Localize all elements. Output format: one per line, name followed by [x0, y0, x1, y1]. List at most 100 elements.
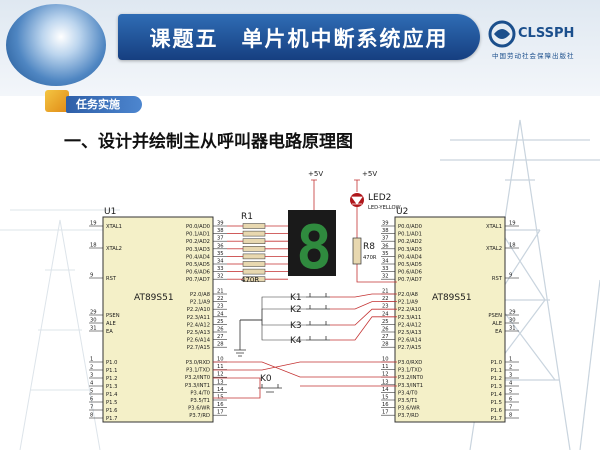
- chip-pin-number: 30: [509, 318, 516, 324]
- chip-pin-number: 25: [217, 319, 224, 325]
- chip-pin-number: 21: [382, 289, 389, 295]
- r1-resistor: [242, 223, 266, 229]
- chip-pin-name: RST: [106, 276, 117, 282]
- chip-pin-number: 35: [217, 251, 224, 257]
- slide-header: 课题五 单片机中断系统应用 CLSSPH 中国劳动社会保障出版社: [0, 0, 600, 96]
- task-badge: 任务实施: [66, 96, 142, 113]
- chip-pin-name: PSEN: [488, 313, 502, 319]
- chip-pin-name: P0.4/AD4: [398, 254, 423, 260]
- chip-pin-number: 10: [382, 357, 389, 363]
- key-ground-wire: [240, 319, 306, 341]
- chip-pin-number: 32: [382, 274, 389, 280]
- chip-pin-name: P1.3: [491, 384, 502, 390]
- chip-pin-number: 9: [90, 273, 93, 279]
- key0-label: K0: [260, 374, 272, 384]
- chip-pin-name: P0.5/AD5: [186, 262, 210, 268]
- chip-pin-name: P3.6/WR: [398, 406, 420, 412]
- chip-pin-name: P3.5/T1: [398, 398, 418, 404]
- r1-ref: R1: [241, 212, 253, 222]
- chip-pin-name: P0.6/AD6: [398, 270, 422, 276]
- chip-pin-number: 6: [90, 397, 93, 403]
- chip-pin-name: P0.5/AD5: [398, 262, 422, 268]
- key-switch: [306, 321, 330, 326]
- chip-pin-name: P0.0/AD0: [398, 224, 422, 230]
- chip-pin-number: 19: [509, 221, 516, 227]
- chip-pin-name: P2.0/A8: [398, 292, 418, 298]
- chip-pin-number: 16: [217, 402, 224, 408]
- u2-ref: U2: [396, 207, 408, 217]
- chip-pin-number: 26: [217, 327, 224, 333]
- key-label: K2: [290, 305, 302, 315]
- chip-pin-name: PSEN: [106, 313, 120, 319]
- chip-pin-number: 36: [382, 243, 389, 249]
- chip-pin-number: 17: [382, 410, 389, 416]
- led-symbol: [351, 196, 363, 205]
- led-ref: LED2: [368, 193, 391, 203]
- chip-pin-name: P3.2/INT0: [185, 375, 210, 381]
- chip-pin-number: 2: [509, 365, 512, 371]
- r8-ref: R8: [363, 242, 375, 252]
- logo-text: CLSSPH: [518, 26, 575, 41]
- chip-pin-number: 17: [217, 410, 224, 416]
- u1-ref: U1: [104, 207, 116, 217]
- chip-pin-number: 38: [217, 228, 224, 234]
- chip-pin-name: P0.2/AD2: [398, 239, 422, 245]
- chip-pin-number: 35: [382, 251, 389, 257]
- chip-pin-name: P1.1: [106, 368, 117, 374]
- chip-pin-number: 34: [217, 259, 224, 265]
- chip-pin-number: 9: [509, 273, 512, 279]
- chip-pin-number: 34: [382, 259, 389, 265]
- chip-pin-name: P1.7: [491, 416, 502, 422]
- chip-pin-name: EA: [106, 329, 113, 335]
- p3-bus-wires: [213, 361, 397, 399]
- chip-pin-name: P1.6: [491, 408, 502, 414]
- chip-pin-number: 22: [382, 296, 389, 302]
- chip-pin-number: 38: [382, 228, 389, 234]
- chip-pin-number: 18: [90, 243, 97, 249]
- chip-pin-name: P3.1/TXD: [398, 368, 422, 374]
- display-digit: 8: [296, 213, 332, 283]
- u1-name: AT89S51: [134, 293, 174, 303]
- chip-pin-name: P2.2/A10: [398, 307, 421, 313]
- r8-value: 470R: [363, 255, 377, 261]
- key-switch: [306, 305, 330, 310]
- seven-segment-display: [288, 210, 336, 276]
- chip-pin-name: P1.5: [491, 400, 502, 406]
- r1-resistor-network: [242, 223, 266, 282]
- r1-resistor: [242, 268, 266, 275]
- u1-chip-body: [102, 216, 214, 423]
- chip-pin-name: P3.6/WR: [188, 406, 210, 412]
- chip-pin-name: P3.1/TXD: [186, 368, 210, 374]
- chip-pin-name: XTAL2: [106, 246, 122, 252]
- chip-pin-name: P0.3/AD3: [398, 247, 422, 253]
- chip-pin-name: P3.2/INT0: [398, 375, 423, 381]
- chip-pin-number: 29: [509, 310, 516, 316]
- chip-pin-name: P1.6: [106, 408, 117, 414]
- vcc-left-label: +5V: [308, 170, 323, 178]
- chip-pin-number: 11: [382, 364, 389, 370]
- chip-pin-number: 7: [90, 405, 93, 411]
- chip-pin-number: 19: [90, 221, 97, 227]
- chip-pin-number: 1: [90, 357, 93, 363]
- chip-pin-name: P3.5/T1: [190, 398, 210, 404]
- chip-pin-name: P0.3/AD3: [186, 247, 210, 253]
- chip-pin-number: 6: [509, 397, 512, 403]
- chip-pin-name: P2.4/A12: [187, 322, 210, 328]
- chip-pin-number: 5: [509, 389, 512, 395]
- chip-pin-number: 4: [509, 381, 513, 387]
- chip-pin-number: 24: [217, 311, 224, 317]
- chip-pin-number: 3: [90, 373, 93, 379]
- pylon-background: [0, 119, 600, 450]
- publisher-logo-icon: [488, 20, 516, 48]
- chip-pin-number: 25: [382, 319, 389, 325]
- chip-pin-name: P1.4: [106, 392, 118, 398]
- chip-pin-number: 10: [217, 357, 224, 363]
- chip-pin-number: 15: [217, 395, 224, 401]
- chip-pin-number: 27: [217, 334, 224, 340]
- chip-pin-name: P1.5: [106, 400, 117, 406]
- chip-pin-number: 18: [509, 243, 516, 249]
- chip-pin-number: 22: [217, 296, 224, 302]
- chip-pin-number: 4: [90, 381, 94, 387]
- chip-pin-name: P0.4/AD4: [186, 254, 211, 260]
